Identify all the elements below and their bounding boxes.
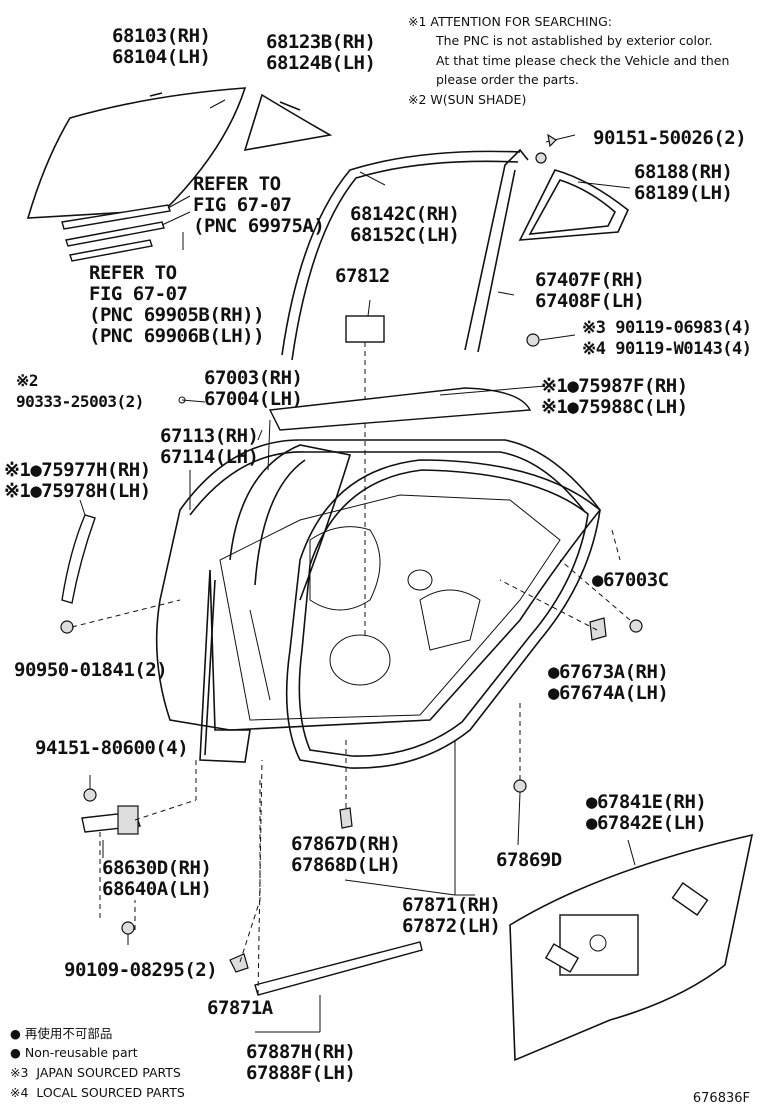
label-67003: 67003(RH) 67004(LH) [204,367,303,410]
belt-moulding-strips [61,195,191,262]
attention-note-3: At that time please check the Vehicle an… [436,53,730,68]
label-67841e: ●67841E(RH) ●67842E(LH) [586,791,707,834]
attention-note-2: The PNC is not astablished by exterior c… [436,33,713,48]
label-90109: 90109-08295(2) [64,959,218,981]
legend-non-reusable-jp: ● 再使用不可部品 [10,1026,113,1041]
label-67003c: ●67003C [592,569,669,591]
label-94151: 94151-80600(4) [35,737,189,759]
label-67869d: 67869D [496,849,562,871]
label-75977h: ※1●75977H(RH) ※1●75978H(LH) [4,459,151,502]
label-68103: 68103(RH) 68104(LH) [112,25,211,68]
clip-67673a [589,617,607,641]
label-67871: 67871(RH) 67872(LH) [402,894,501,937]
legend-local-sourced: ※4 LOCAL SOURCED PARTS [10,1085,185,1100]
glass-run-channel [281,150,521,356]
door-shell [155,439,602,731]
attention-note-1: ※1 ATTENTION FOR SEARCHING: [408,14,612,29]
rocker-weatherstrip [254,941,423,996]
label-67887h: 67887H(RH) 67888F(LH) [246,1041,356,1084]
outer-weatherstrip [268,387,532,431]
label-68123b: 68123B(RH) 68124B(LH) [266,31,376,74]
label-68142c: 68142C(RH) 68152C(LH) [350,203,460,246]
label-refer-69905b: REFER TO FIG 67-07 (PNC 69905B(RH)) (PNC… [89,262,265,347]
label-90119: ※3 90119-06983(4) ※4 90119-W0143(4) [582,318,752,359]
label-67871a: 67871A [207,997,273,1019]
pad-67812 [345,315,385,343]
label-67673a: ●67673A(RH) ●67674A(LH) [548,661,669,704]
label-68188: 68188(RH) 68189(LH) [634,161,733,204]
quarter-glass [243,93,333,152]
label-67812: 67812 [335,265,390,287]
label-90950: 90950-01841(2) [14,659,168,681]
quarter-window-frame [518,169,629,241]
label-75987f: ※1●75987F(RH) ※1●75988C(LH) [541,375,688,418]
legend-non-reusable: ● Non-reusable part [10,1045,138,1060]
attention-note-4: please order the parts. [436,72,579,87]
pillar-moulding [61,514,96,604]
label-67407f: 67407F(RH) 67408F(LH) [535,269,645,312]
service-hole-cover [509,833,754,1062]
sun-shade-note: ※2 W(SUN SHADE) [408,92,527,107]
clip-67871a [229,953,249,973]
division-bar [464,148,529,351]
label-68630d: 68630D(RH) 68640A(LH) [102,857,212,900]
door-glass [26,87,247,219]
door-weatherstrip [285,459,601,769]
legend-japan-sourced: ※3 JAPAN SOURCED PARTS [10,1065,181,1080]
label-90151: 90151-50026(2) [593,127,747,149]
label-67113: 67113(RH) 67114(LH) [160,425,259,468]
label-refer-69975a: REFER TO FIG 67-07 (PNC 69975A) [193,173,325,237]
figure-id: 676836F [692,1091,750,1106]
label-67867d: 67867D(RH) 67868D(LH) [291,833,401,876]
label-90333: ※2 90333-25003(2) [16,371,144,411]
